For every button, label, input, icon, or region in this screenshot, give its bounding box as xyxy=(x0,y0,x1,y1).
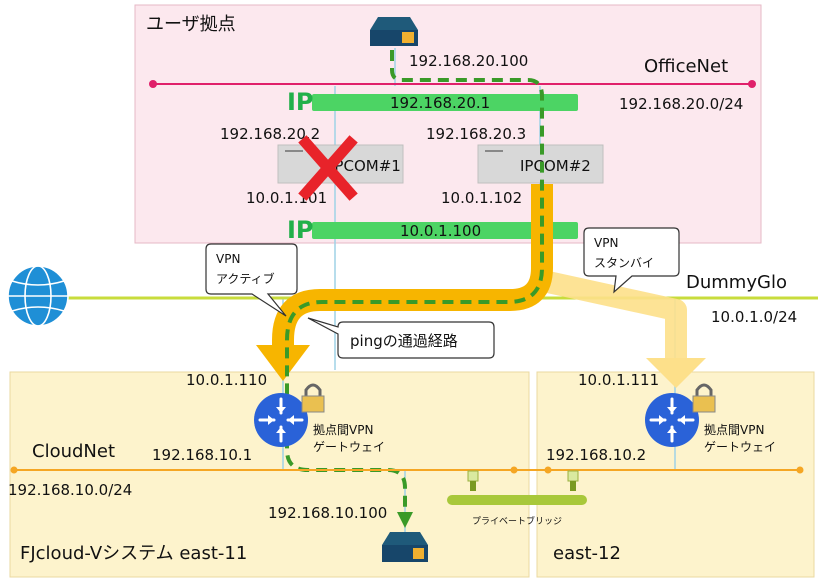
active-vpn-path xyxy=(272,184,553,352)
vpn-active-line2: アクティブ xyxy=(216,271,275,286)
ipcom1-wan-address: 10.0.1.101 xyxy=(246,189,327,207)
cloudnet-end-left xyxy=(10,466,18,474)
active-vpn-arrowhead xyxy=(256,345,310,381)
ping-path-label: pingの通過経路 xyxy=(350,332,458,350)
east11-label: FJcloud-Vシステム east-11 xyxy=(20,543,247,564)
vpn-active-callout: VPN アクティブ xyxy=(205,243,298,317)
gateway1-address-lan: 192.168.10.1 xyxy=(152,446,252,464)
padlock-icon xyxy=(301,383,325,413)
gateway1-label-line2: ゲートウェイ xyxy=(313,440,385,454)
client-bottom-address: 192.168.10.100 xyxy=(268,504,387,522)
gateway1-label-line1: 拠点間VPN xyxy=(313,423,373,437)
officenet-cidr: 192.168.20.0/24 xyxy=(619,95,743,113)
ip-badge-bottom: IP xyxy=(287,216,314,244)
cloudnet-end-right xyxy=(796,466,804,474)
vpn-gateway-1-icon xyxy=(254,393,308,447)
gateway1-address-wan: 10.0.1.110 xyxy=(186,371,267,389)
private-bridge-bar xyxy=(447,495,587,505)
ip-bar-top xyxy=(312,94,578,111)
private-bridge-label: プライベートブリッジ xyxy=(472,515,562,527)
client-top-address: 192.168.20.100 xyxy=(409,52,528,70)
user-site-label: ユーザ拠点 xyxy=(146,14,236,35)
officenet-name: OfficeNet xyxy=(644,56,728,77)
vpn-active-line1: VPN xyxy=(216,252,240,266)
bridge-connectors xyxy=(467,470,579,491)
ping-path-callout: pingの通過経路 xyxy=(307,317,495,359)
officenet-end-right xyxy=(748,80,756,88)
failure-cross-icon xyxy=(298,135,358,201)
cloudnet-end-mid-right xyxy=(544,466,552,474)
ipcom2-lan-address: 192.168.20.3 xyxy=(426,125,526,143)
dummyglo-name: DummyGlo xyxy=(686,272,787,293)
ip-address-bottom: 10.0.1.100 xyxy=(400,222,481,240)
ip-bar-bottom xyxy=(312,222,578,239)
ipcom2-label: IPCOM#2 xyxy=(520,157,591,175)
cloudnet-cidr: 192.168.10.0/24 xyxy=(8,481,132,499)
user-site-zone xyxy=(134,4,762,244)
cloudnet-name: CloudNet xyxy=(32,441,115,462)
vpn-standby-callout: VPN スタンバイ xyxy=(583,227,680,294)
globe-icon xyxy=(7,265,69,327)
vpn-standby-line1: VPN xyxy=(594,236,618,250)
ipcom1-label: IPCOM#1 xyxy=(330,157,401,175)
ip-badge-top: IP xyxy=(287,88,314,116)
gateway2-label-line2: ゲートウェイ xyxy=(704,440,776,454)
officenet-end-left xyxy=(149,80,157,88)
gateway2-address-wan: 10.0.1.111 xyxy=(578,371,659,389)
dummyglo-cidr: 10.0.1.0/24 xyxy=(711,308,797,326)
vpn-standby-line2: スタンバイ xyxy=(594,256,654,270)
cloudnet-end-mid-left xyxy=(510,466,518,474)
padlock-icon xyxy=(692,383,716,413)
east12-label: east-12 xyxy=(553,543,621,564)
gateway2-label-line1: 拠点間VPN xyxy=(704,423,764,437)
ip-address-top: 192.168.20.1 xyxy=(390,94,490,112)
standby-vpn-arrowhead xyxy=(646,358,706,388)
client-device-bottom xyxy=(382,532,428,562)
vpn-gateway-2-icon xyxy=(645,393,699,447)
client-device-top xyxy=(370,17,418,46)
gateway2-address-lan: 192.168.10.2 xyxy=(546,446,646,464)
standby-vpn-path xyxy=(545,271,687,360)
ipcom2-wan-address: 10.0.1.102 xyxy=(441,189,522,207)
ipcom1-lan-address: 192.168.20.2 xyxy=(220,125,320,143)
